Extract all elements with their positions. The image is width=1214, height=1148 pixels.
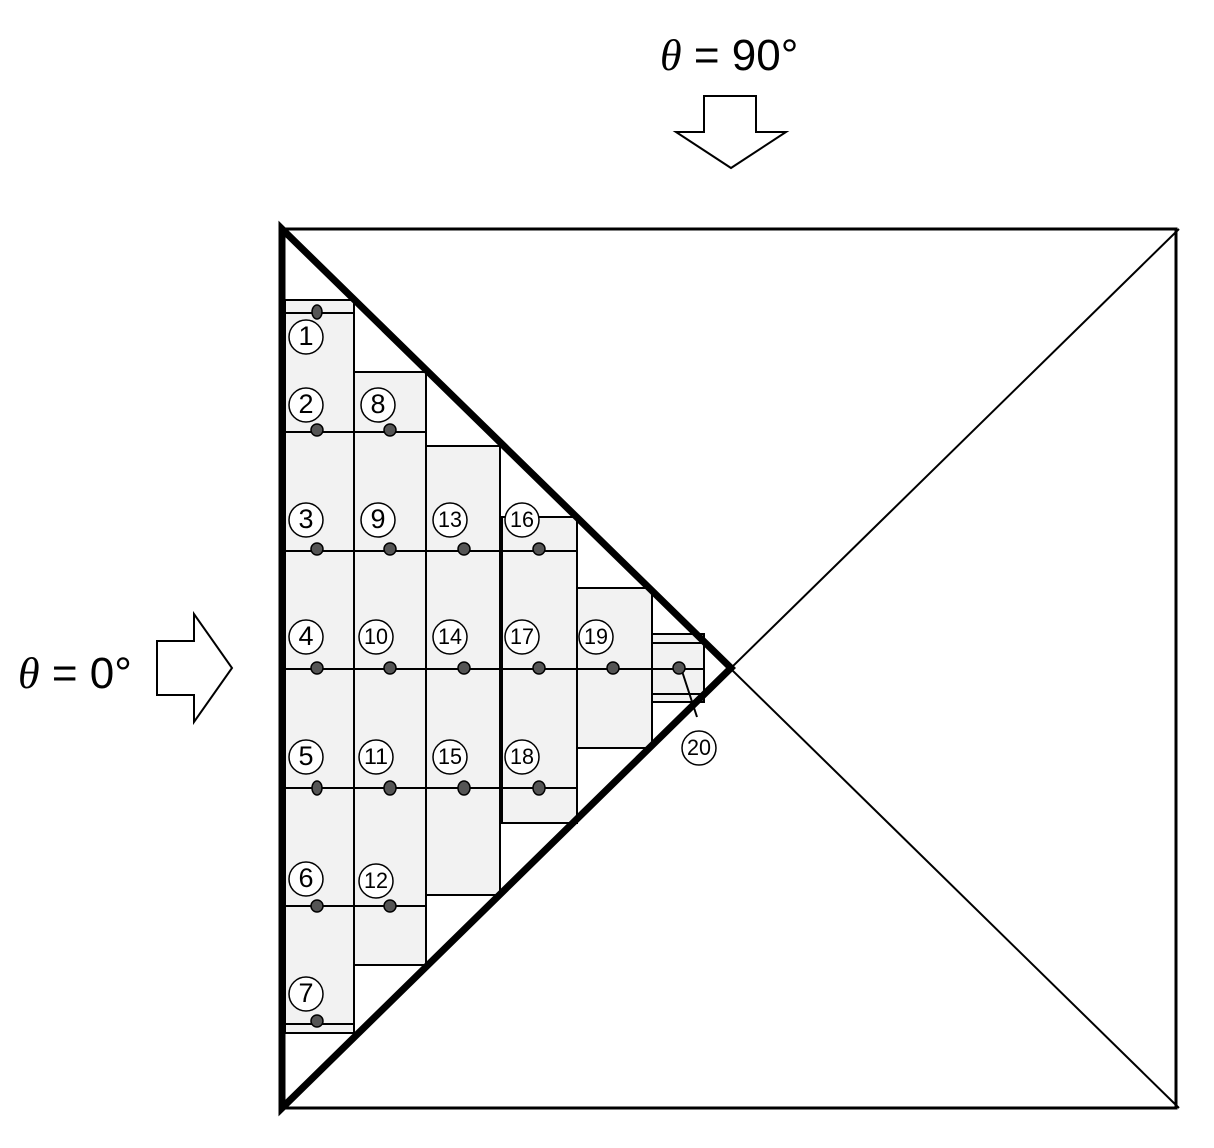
point-dot-7 bbox=[310, 1014, 324, 1028]
point-label-text: 5 bbox=[298, 741, 313, 771]
point-label-text: 14 bbox=[438, 624, 462, 649]
point-label-circle bbox=[504, 619, 540, 655]
point-label-text: 6 bbox=[298, 863, 313, 893]
point-label-16: 16 bbox=[504, 502, 540, 538]
point-dot-4 bbox=[310, 661, 324, 675]
point-label-17: 17 bbox=[504, 619, 540, 655]
point-dot-20 bbox=[672, 661, 686, 675]
point-label-text: 1 bbox=[298, 321, 313, 351]
point-dot-9 bbox=[383, 542, 397, 556]
point-label-text: 7 bbox=[298, 978, 313, 1008]
point-label-text: 8 bbox=[370, 389, 385, 419]
point-label-circle bbox=[358, 863, 394, 899]
point-label-20: 20 bbox=[681, 730, 717, 766]
point-label-circle bbox=[432, 619, 468, 655]
point-label-circle bbox=[358, 739, 394, 775]
point-label-3: 3 bbox=[288, 502, 324, 538]
point-label-1: 1 bbox=[288, 319, 324, 355]
point-label-12: 12 bbox=[358, 863, 394, 899]
point-label-18: 18 bbox=[504, 739, 540, 775]
point-label-circle bbox=[432, 502, 468, 538]
point-label-circle bbox=[288, 502, 324, 538]
point-dot-17 bbox=[532, 661, 546, 675]
point-dot-15 bbox=[457, 780, 471, 796]
point-dot-8 bbox=[383, 423, 397, 437]
point-dot-5 bbox=[311, 780, 323, 796]
point-label-text: 9 bbox=[370, 504, 385, 534]
point-label-circle bbox=[360, 387, 396, 423]
point-label-text: 19 bbox=[584, 624, 608, 649]
point-label-text: 12 bbox=[364, 868, 388, 893]
point-dot-19 bbox=[606, 661, 620, 675]
point-label-text: 10 bbox=[364, 624, 388, 649]
point-dot-10 bbox=[383, 661, 397, 675]
point-dot-13 bbox=[457, 542, 471, 556]
point-label-7: 7 bbox=[288, 976, 324, 1012]
point-label-circle bbox=[288, 387, 324, 423]
measurement-dots bbox=[310, 304, 686, 1028]
point-label-text: 15 bbox=[438, 744, 462, 769]
point-label-circle bbox=[432, 739, 468, 775]
point-label-circle bbox=[288, 619, 324, 655]
point-label-11: 11 bbox=[358, 739, 394, 775]
point-label-9: 9 bbox=[360, 502, 396, 538]
point-label-circle bbox=[578, 619, 614, 655]
ridge-triangle bbox=[278, 220, 737, 1117]
point-label-text: 2 bbox=[298, 389, 313, 419]
point-dot-2 bbox=[310, 423, 324, 437]
point-label-text: 11 bbox=[364, 744, 388, 769]
point-label-4: 4 bbox=[288, 619, 324, 655]
point-label-8: 8 bbox=[360, 387, 396, 423]
point-label-circle bbox=[288, 739, 324, 775]
point-label-text: 18 bbox=[510, 744, 534, 769]
point-label-circle bbox=[681, 730, 717, 766]
point-dot-11 bbox=[383, 780, 397, 796]
label-theta-0: θ = 0° bbox=[18, 649, 132, 698]
arrow-down-icon bbox=[672, 95, 790, 170]
point-label-circle bbox=[288, 319, 324, 355]
point-label-5: 5 bbox=[288, 739, 324, 775]
point-label-circle bbox=[358, 619, 394, 655]
point-dot-1 bbox=[311, 304, 323, 320]
leader-line-20 bbox=[680, 667, 698, 718]
point-dot-18 bbox=[532, 780, 546, 796]
point-dot-16 bbox=[532, 542, 546, 556]
solar-panel-array bbox=[284, 299, 705, 1034]
point-label-circle bbox=[288, 861, 324, 897]
point-label-text: 13 bbox=[438, 507, 462, 532]
point-label-text: 3 bbox=[298, 504, 313, 534]
point-dot-14 bbox=[457, 661, 471, 675]
point-label-text: 4 bbox=[298, 621, 313, 651]
point-label-circle bbox=[504, 502, 540, 538]
point-label-text: 20 bbox=[687, 735, 711, 760]
point-label-circle bbox=[360, 502, 396, 538]
point-dot-6 bbox=[310, 899, 324, 913]
point-label-14: 14 bbox=[432, 619, 468, 655]
point-label-text: 17 bbox=[510, 624, 534, 649]
point-label-10: 10 bbox=[358, 619, 394, 655]
arrow-right-icon bbox=[156, 610, 234, 726]
point-label-circle bbox=[288, 976, 324, 1012]
point-label-15: 15 bbox=[432, 739, 468, 775]
point-dot-12 bbox=[383, 899, 397, 913]
point-dot-3 bbox=[310, 542, 324, 556]
label-theta-90: θ = 90° bbox=[660, 31, 798, 80]
point-label-2: 2 bbox=[288, 387, 324, 423]
point-label-circle bbox=[504, 739, 540, 775]
point-label-13: 13 bbox=[432, 502, 468, 538]
point-label-6: 6 bbox=[288, 861, 324, 897]
point-label-19: 19 bbox=[578, 619, 614, 655]
point-label-text: 16 bbox=[510, 507, 534, 532]
